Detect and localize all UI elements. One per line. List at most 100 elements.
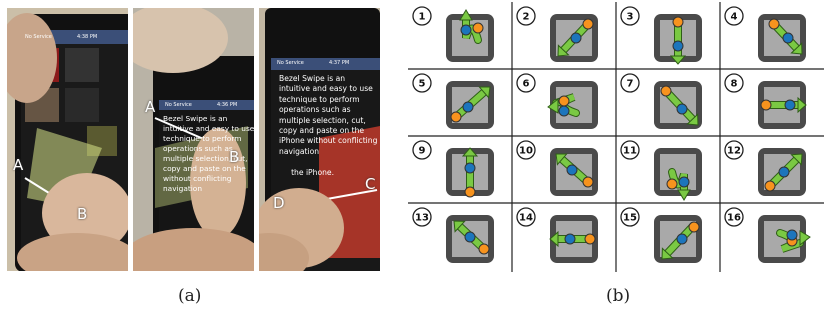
gesture-cell: 2 (516, 6, 598, 62)
point-label-a: A (13, 156, 24, 174)
photo-3-scene (259, 8, 380, 271)
number-badge (412, 140, 432, 160)
number-badge (516, 140, 536, 160)
gesture-number: 5 (419, 79, 426, 90)
number-badge (724, 73, 744, 93)
arrow-head (799, 230, 811, 247)
number-badge (412, 73, 432, 93)
arrow-head (459, 9, 473, 21)
status-time: 4:38 PM (77, 34, 98, 40)
touch-end-dot (782, 32, 794, 44)
status-time: 4:36 PM (217, 102, 238, 108)
gesture-cell: 5 (412, 73, 494, 129)
number-badge (620, 73, 640, 93)
status-carrier: No Service (165, 102, 192, 108)
gesture-number: 11 (623, 146, 637, 157)
touch-start-dot (660, 85, 672, 97)
gesture-number: 10 (519, 146, 533, 157)
number-badge (516, 73, 536, 93)
gesture-number: 16 (727, 213, 741, 224)
gesture-number: 2 (523, 12, 530, 23)
gesture-number: 3 (627, 12, 634, 23)
touch-end-dot (784, 99, 796, 111)
gesture-number: 12 (727, 146, 741, 157)
touch-end-dot (564, 233, 576, 245)
gesture-number: 7 (627, 79, 634, 90)
gesture-number: 4 (731, 12, 738, 23)
photo-3: No Service 4:37 PM Bezel Swipe is an int… (259, 8, 380, 271)
gesture-cell: 10 (516, 140, 598, 196)
arrow-head (669, 55, 687, 65)
number-badge (412, 207, 432, 227)
photo-2-scene (133, 8, 254, 271)
touch-end-dot (566, 164, 578, 176)
gesture-cell: 13 (412, 207, 494, 263)
gesture-cell: 3 (620, 6, 702, 65)
number-badge (620, 6, 640, 26)
touch-end-dot (570, 32, 582, 44)
arrow-head (453, 220, 466, 233)
touch-end-dot (462, 101, 474, 113)
gesture-cell: 9 (412, 140, 494, 198)
number-badge (516, 6, 536, 26)
gesture-cell: 14 (516, 207, 598, 263)
gesture-cell: 16 (724, 207, 811, 263)
touch-start-dot (478, 243, 490, 255)
gesture-number: 14 (519, 213, 533, 224)
number-badge (620, 207, 640, 227)
touch-start-dot (768, 18, 780, 30)
touch-end-dot (778, 166, 790, 178)
gesture-cell: 1 (412, 6, 494, 62)
arrow-head (557, 44, 570, 57)
gesture-cell: 12 (724, 140, 806, 196)
photo-1: No Service 4:38 PM A B (7, 8, 128, 271)
status-carrier: No Service (277, 60, 304, 66)
arrow-head (547, 97, 559, 114)
number-badge (724, 140, 744, 160)
touch-start-dot (558, 95, 570, 107)
gesture-cell: 6 (516, 73, 598, 129)
touch-start-dot (464, 186, 476, 198)
point-label-b: B (229, 148, 240, 166)
photo-2: No Service 4:36 PM Bezel Swipe is an int… (133, 8, 254, 271)
gesture-cell: 11 (620, 140, 702, 201)
arrow-head (790, 153, 803, 166)
touch-start-dot (666, 178, 678, 190)
arrow-head (661, 247, 674, 260)
touch-start-dot (760, 99, 772, 111)
number-badge (620, 140, 640, 160)
gesture-arrow (669, 169, 687, 195)
point-label-b: B (77, 205, 88, 223)
status-time: 4:37 PM (329, 60, 350, 66)
number-badge (724, 6, 744, 26)
touch-end-dot (464, 162, 476, 174)
touch-end-dot (786, 229, 798, 241)
gesture-number: 9 (419, 146, 426, 157)
number-badge (724, 207, 744, 227)
touch-start-dot (584, 233, 596, 245)
touch-end-dot (558, 105, 570, 117)
gesture-number: 8 (731, 79, 738, 90)
caption-b: (b) (606, 286, 631, 306)
touch-start-dot (764, 180, 776, 192)
touch-start-dot (688, 221, 700, 233)
photo-1-scene (7, 8, 128, 271)
gesture-number: 13 (415, 213, 429, 224)
gesture-number: 1 (419, 12, 426, 23)
gesture-cell: 7 (620, 73, 702, 129)
arrow-head (677, 189, 691, 201)
status-carrier: No Service (25, 34, 52, 40)
touch-end-dot (464, 231, 476, 243)
arrow-head (790, 42, 803, 55)
touch-start-dot (450, 111, 462, 123)
caption-a: (a) (178, 286, 202, 306)
touch-start-dot (672, 16, 684, 28)
touch-end-dot (672, 40, 684, 52)
touch-start-dot (582, 176, 594, 188)
arrow-head (555, 153, 568, 166)
arrow-head (461, 147, 479, 157)
number-badge (516, 207, 536, 227)
gesture-cell: 8 (724, 73, 807, 129)
touch-end-dot (678, 176, 690, 188)
